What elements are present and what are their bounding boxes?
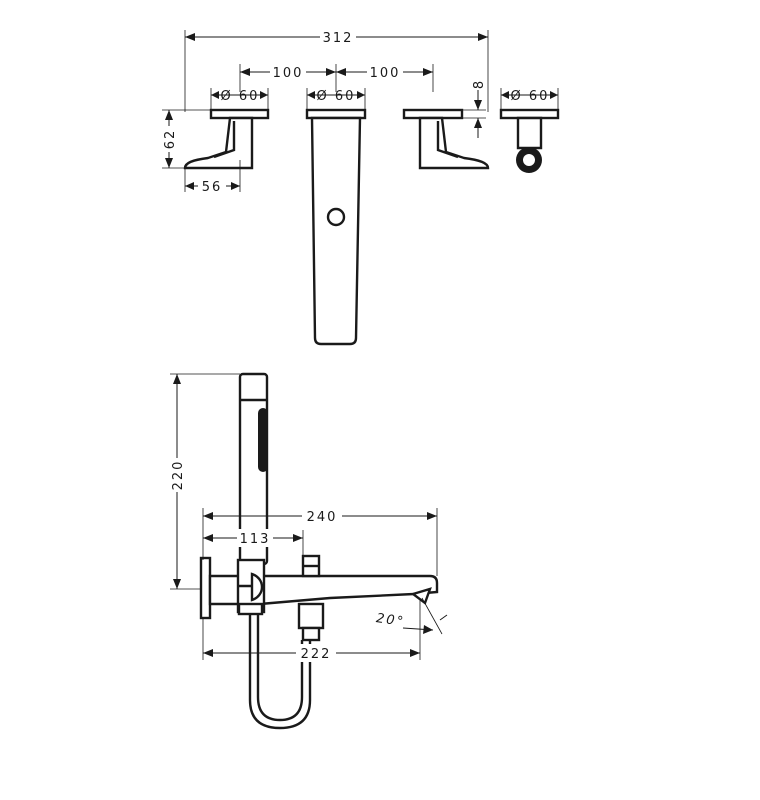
- dimension-spout-angle: 20°: [375, 597, 448, 635]
- dimension-spout-length: 222: [202, 600, 421, 662]
- dimension-plate-thickness: 8: [462, 79, 487, 138]
- dimension-spacing: 100 100: [239, 63, 434, 92]
- center-spout: [305, 108, 367, 346]
- dimension-handle-height: 62: [160, 109, 211, 169]
- dimension-shower-height: 220: [168, 373, 240, 590]
- front-view: 312 100 100 Ø 60: [160, 28, 560, 346]
- spout-outlet-icon: [326, 207, 346, 227]
- diameter-left-label: Ø 60: [221, 89, 260, 104]
- dimension-hose-offset: 113: [203, 529, 304, 556]
- dimension-handle-depth: 56: [184, 160, 241, 195]
- shower-height-label: 220: [171, 460, 186, 491]
- side-view: 220: [168, 372, 448, 730]
- wall-plate: [199, 556, 212, 620]
- dimension-diameters: Ø 60 Ø 60 Ø 60: [210, 88, 559, 110]
- side-handle: [499, 108, 560, 173]
- total-width-label: 312: [323, 31, 354, 46]
- spout-outlet: [410, 587, 432, 605]
- spout-length-label: 222: [301, 647, 332, 662]
- diameter-side-label: Ø 60: [511, 89, 550, 104]
- spacing-left-label: 100: [273, 66, 304, 81]
- spray-face-icon: [258, 408, 268, 472]
- dimension-total-width: 312: [184, 28, 489, 112]
- left-handle: [183, 108, 270, 170]
- handle-depth-label: 56: [202, 180, 223, 195]
- hose: [237, 602, 325, 730]
- hose-offset-label: 113: [240, 532, 271, 547]
- handle-height-label: 62: [163, 129, 178, 150]
- plate-thickness-label: 8: [472, 79, 487, 89]
- diameter-center-label: Ø 60: [317, 89, 356, 104]
- spout-projection-label: 240: [307, 510, 338, 525]
- right-handle: [402, 108, 490, 170]
- spout-angle-label: 20°: [375, 611, 406, 630]
- spacing-right-label: 100: [370, 66, 401, 81]
- dimension-spout-projection: 240: [202, 507, 438, 576]
